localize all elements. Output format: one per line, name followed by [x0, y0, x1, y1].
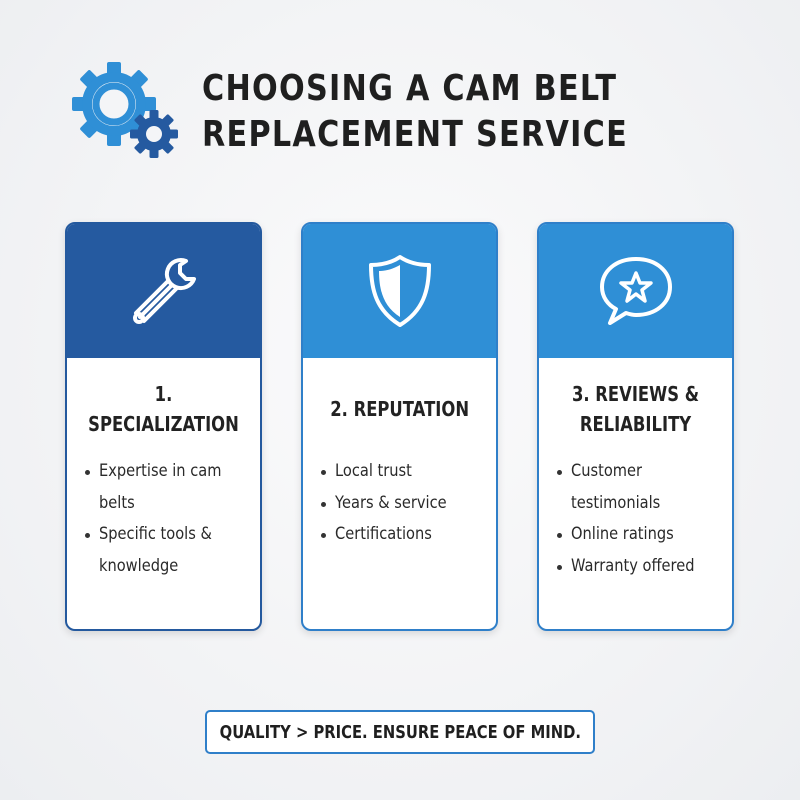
list-item: Years & service [321, 488, 490, 520]
card-header [539, 224, 732, 358]
header: CHOOSING A CAM BELT REPLACEMENT SERVICE [72, 52, 752, 162]
footer-callout: QUALITY > PRICE. ENSURE PEACE OF MIND. [205, 710, 595, 754]
list-item: Warranty offered [557, 551, 726, 583]
list-item: Specific tools & knowledge [85, 519, 254, 582]
card-heading: 2. REPUTATION [330, 397, 469, 421]
list-item: Customer testimonials [557, 456, 726, 519]
list-item: Certifications [321, 519, 490, 551]
footer-text: QUALITY > PRICE. ENSURE PEACE OF MIND. [219, 721, 581, 743]
bullet-list: Local trust Years & service Certificatio… [321, 456, 490, 551]
title-line-2: REPLACEMENT SERVICE [202, 114, 629, 155]
bullet-list: Customer testimonials Online ratings War… [557, 456, 726, 582]
card-reviews-reliability: 3. REVIEWS & RELIABILITY Customer testim… [537, 222, 734, 631]
page-title: CHOOSING A CAM BELT REPLACEMENT SERVICE [202, 66, 628, 158]
card-header [67, 224, 260, 358]
card-specialization: 1. SPECIALIZATION Expertise in cam belts… [65, 222, 262, 631]
bullet-list: Expertise in cam belts Specific tools & … [85, 456, 254, 582]
star-speech-bubble-icon [596, 253, 676, 329]
title-line-1: CHOOSING A CAM BELT [202, 68, 618, 109]
list-item: Expertise in cam belts [85, 456, 254, 519]
list-item: Online ratings [557, 519, 726, 551]
card-header [303, 224, 496, 358]
card-heading: 3. REVIEWS & RELIABILITY [571, 382, 700, 436]
gear-icon [72, 58, 182, 158]
card-heading: 1. SPECIALIZATION [88, 382, 239, 436]
wrench-icon [124, 251, 204, 331]
list-item: Local trust [321, 456, 490, 488]
card-reputation: 2. REPUTATION Local trust Years & servic… [301, 222, 498, 631]
shield-icon [365, 253, 435, 329]
